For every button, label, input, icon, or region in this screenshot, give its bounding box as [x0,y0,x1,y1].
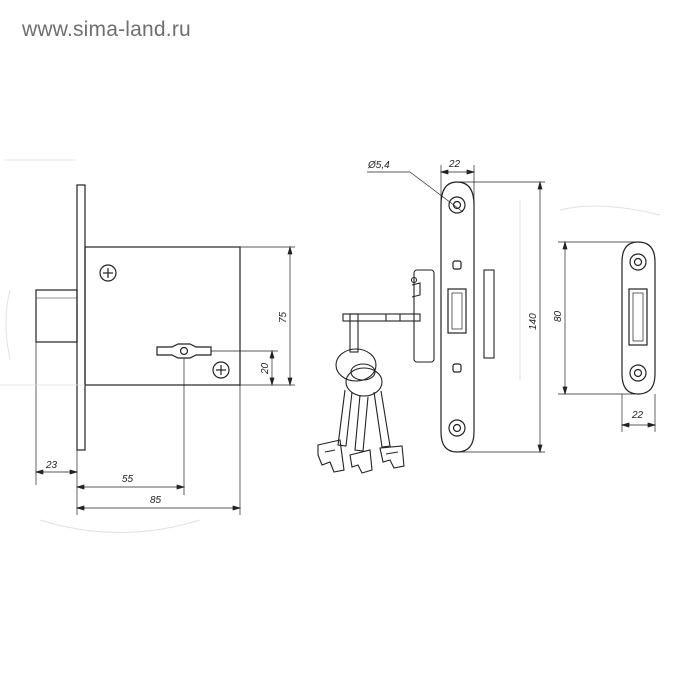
faceplate-front [440,181,475,453]
dim-faceplate-width: 22 [448,159,461,170]
dim-75: 75 [278,311,289,323]
dim-strike-length: 80 [553,310,564,322]
strike-screw-hole-bottom [629,364,647,382]
strike-plate [621,241,656,395]
faceplate-screw-hole-bottom [448,419,466,437]
dim-faceplate-length: 140 [528,313,539,330]
keys-bunch [317,313,421,474]
dim-85: 85 [150,495,162,506]
dim-hole-diameter: Ø5,4 [367,160,390,171]
watermark-text: www.sima-land.ru [22,18,191,41]
strike-screw-hole-top [629,253,647,271]
screw-top [99,264,117,282]
lock-body-side-view [35,184,241,451]
keyhole-slot [156,343,212,359]
faceplate-dimensions [367,165,545,454]
faceplate-screw-hole-top [448,196,466,214]
screw-bottom [212,361,230,379]
dim-55: 55 [122,474,134,485]
faint-background [5,159,661,533]
dim-23: 23 [45,460,58,471]
dim-20: 20 [260,362,271,375]
dim-strike-width: 22 [631,410,644,421]
strike-dimensions [558,240,657,432]
side-view-dimensions [0,245,295,515]
lock-side-profile [410,269,495,363]
